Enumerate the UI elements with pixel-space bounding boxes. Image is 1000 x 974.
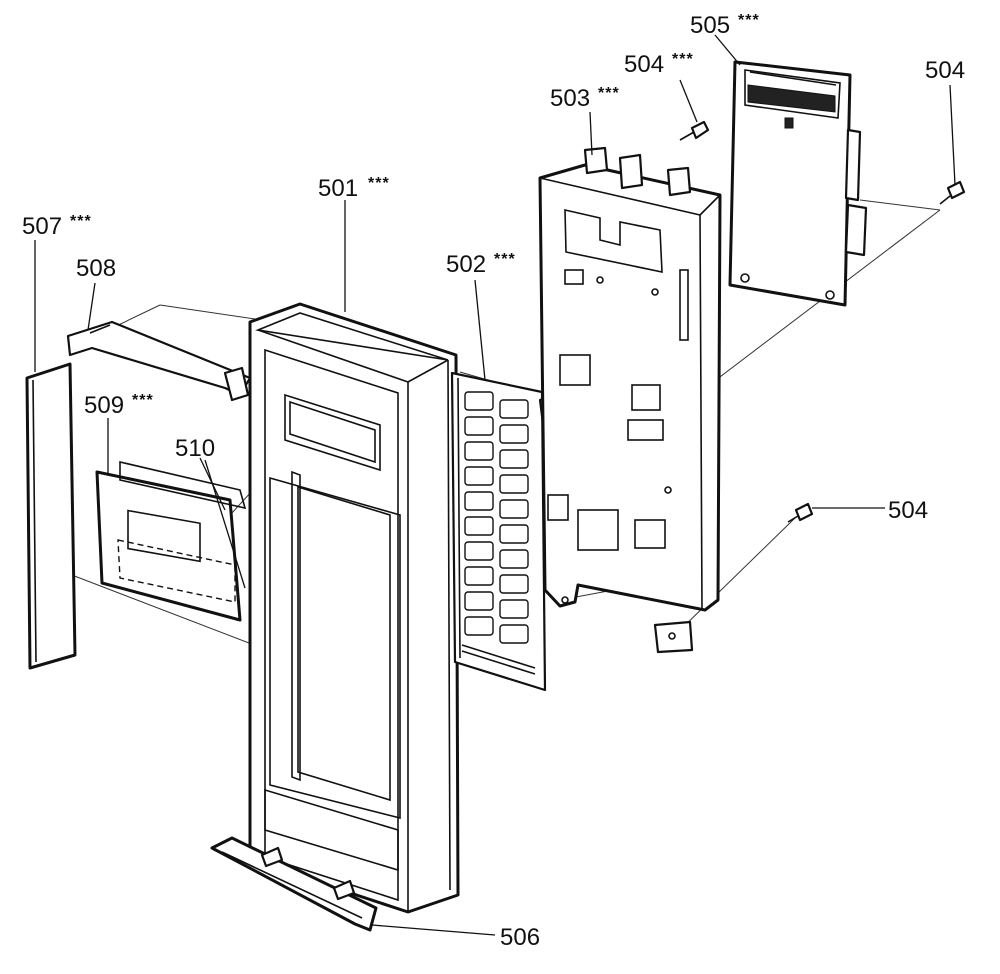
callout-504-top-number: 504 [624, 51, 664, 78]
callout-509-number: 509 [84, 392, 124, 419]
callout-504-middle-number: 504 [888, 497, 928, 524]
part-503-bracket [538, 146, 722, 654]
callout-508: 508 [76, 255, 116, 282]
callout-510-number: 510 [175, 435, 215, 462]
callout-503-mark: *** [598, 85, 620, 102]
leader-lines [34, 34, 956, 936]
callout-503: 503 *** [550, 85, 620, 112]
screw-504-top [679, 120, 710, 141]
part-508-top-strip [66, 320, 252, 402]
keypad-keys [461, 391, 536, 675]
screw-504-right [939, 180, 966, 205]
part-509-display-panel [95, 460, 247, 622]
callout-505-number: 505 [690, 12, 730, 39]
part-501-door-frame [248, 302, 460, 914]
part-507-side-panel [25, 362, 77, 670]
callout-504-top: 504 *** [624, 51, 694, 78]
part-506-bottom-strip [210, 836, 378, 932]
callout-502-number: 502 [446, 251, 486, 278]
callout-505: 505 *** [690, 12, 760, 39]
part-505-circuit-board [728, 60, 868, 307]
callout-504-right-number: 504 [925, 57, 965, 84]
callout-501-number: 501 [318, 175, 358, 202]
callout-501: 501 *** [318, 175, 390, 202]
callout-507-number: 507 [22, 213, 62, 240]
callout-506-number: 506 [500, 924, 540, 951]
callout-509-mark: *** [132, 392, 154, 409]
callout-504-right: 504 [925, 57, 965, 84]
screw-504-middle [787, 502, 814, 523]
callout-501-mark: *** [368, 175, 390, 192]
callout-507-mark: *** [70, 213, 92, 230]
callout-504-top-mark: *** [672, 51, 694, 68]
callout-504-middle: 504 [888, 497, 928, 524]
callout-510: 510 [175, 435, 215, 462]
callout-509: 509 *** [84, 392, 154, 419]
callout-507: 507 *** [22, 213, 92, 240]
callout-506: 506 [500, 924, 540, 951]
callout-503-number: 503 [550, 85, 590, 112]
callout-502-mark: *** [494, 251, 516, 268]
callout-508-number: 508 [76, 255, 116, 282]
callout-502: 502 *** [446, 251, 516, 278]
callout-505-mark: *** [738, 12, 760, 29]
